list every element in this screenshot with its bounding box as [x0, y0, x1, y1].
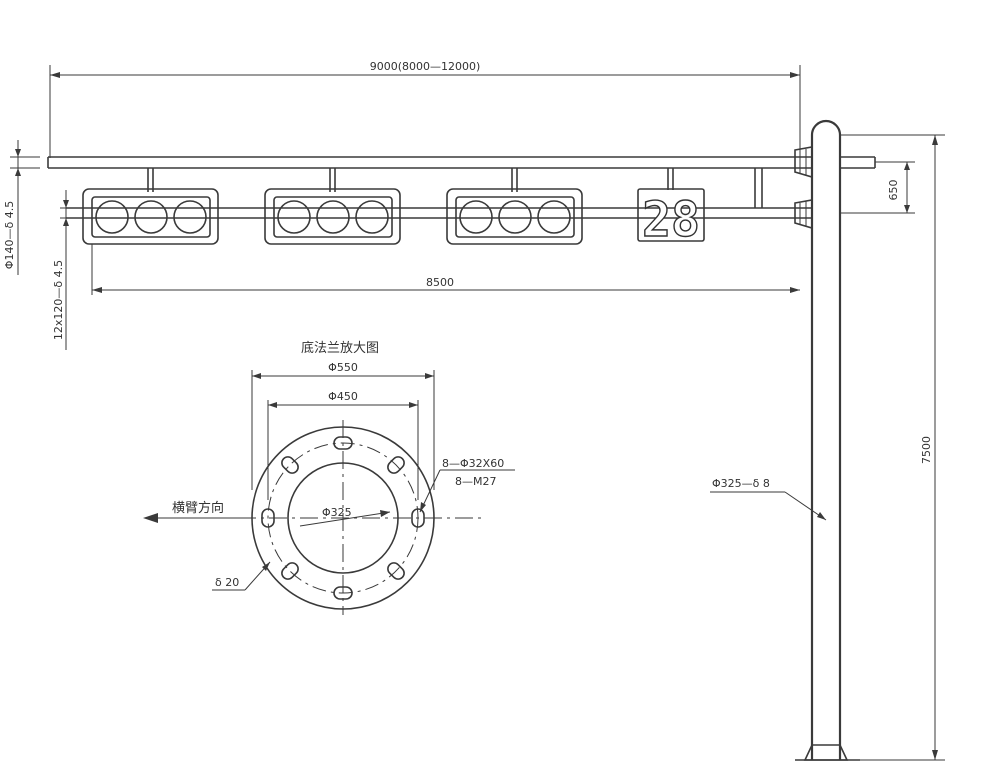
- flange-bolt-circle-dimension: Φ450: [267, 390, 419, 500]
- flange-inner-dimension: Φ325: [299, 506, 391, 527]
- secondary-arm-spec-label: 12x120—δ 4.5: [52, 260, 65, 340]
- pole-spec-leader: Φ325—δ 8: [710, 477, 827, 521]
- arm-direction-label: 横臂方向: [172, 500, 224, 516]
- flange-bolt-label: 8—M27: [455, 475, 497, 488]
- flange-inner-label: Φ325: [322, 506, 352, 519]
- dimension-signal-span: 8500: [91, 244, 800, 295]
- secondary-arm: [60, 168, 812, 350]
- flange-slot-label: 8—Φ32X60: [442, 457, 504, 470]
- flange-title: 底法兰放大图: [301, 340, 379, 356]
- arm-offset-label: 650: [887, 180, 900, 201]
- flange-plate: [238, 420, 485, 615]
- signal-head-1: [82, 168, 219, 245]
- main-arm: [10, 140, 876, 275]
- flange-thickness-leader: δ 20: [212, 561, 271, 591]
- pole-spec-label: Φ325—δ 8: [712, 477, 770, 490]
- pole: [794, 119, 860, 761]
- dimension-overall-length: 9000(8000—12000): [49, 60, 801, 158]
- countdown-digits: 28: [642, 192, 700, 248]
- countdown-display: 28: [637, 168, 705, 249]
- signal-head-3: [446, 168, 583, 245]
- flange-bolt-circle-label: Φ450: [328, 390, 358, 403]
- dimension-arm-offset: 650: [840, 161, 915, 214]
- arm-direction-indicator: 横臂方向: [143, 500, 238, 523]
- flange-thickness-label: δ 20: [215, 576, 239, 589]
- main-arm-spec-label: Φ140—δ 4.5: [3, 201, 16, 269]
- signal-head-2: [264, 168, 401, 245]
- overall-length-label: 9000(8000—12000): [370, 60, 481, 73]
- dimension-pole-height: 7500: [840, 134, 945, 761]
- flange-outer-label: Φ550: [328, 361, 358, 374]
- flange-outer-dimension: Φ550: [251, 361, 435, 490]
- flange-slot-leader: 8—Φ32X60 8—M27: [419, 457, 515, 513]
- signal-span-label: 8500: [426, 276, 454, 289]
- pole-height-label: 7500: [920, 436, 933, 464]
